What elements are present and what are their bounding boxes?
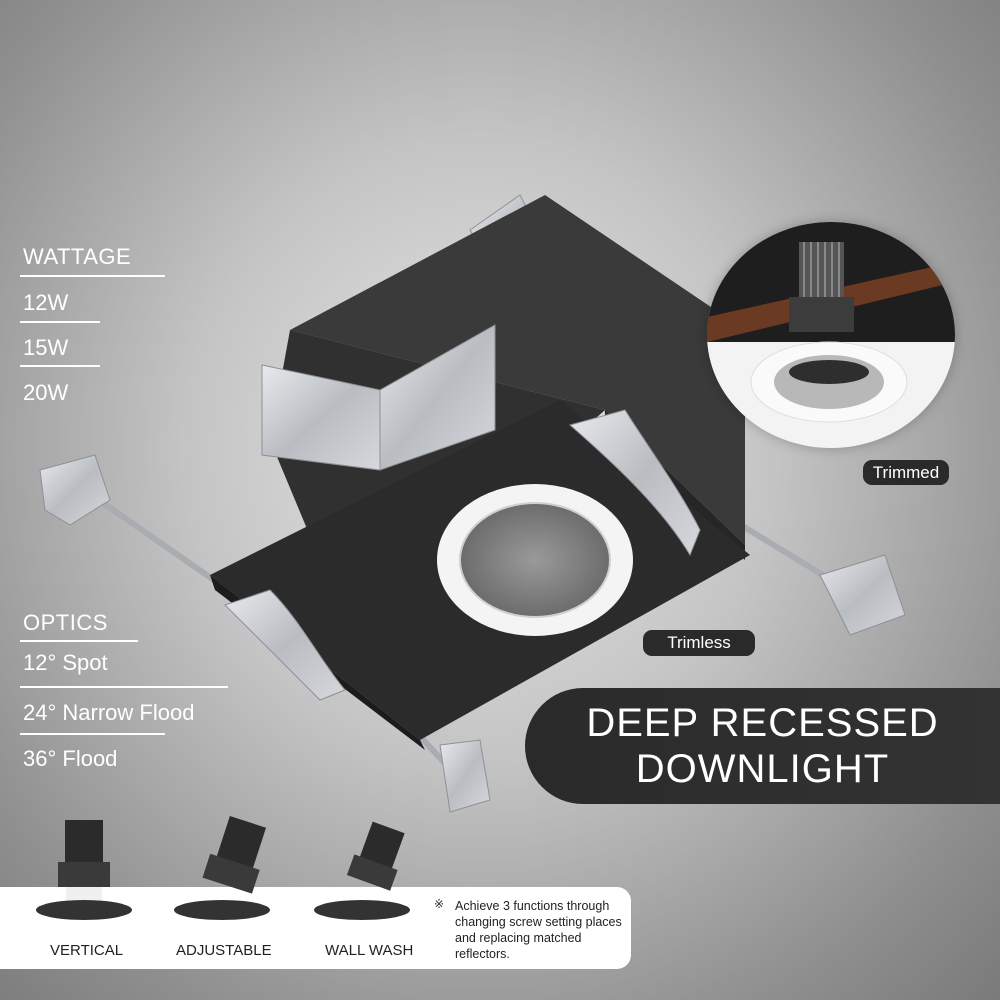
wall-wash-mode-icon bbox=[346, 821, 405, 891]
mode-illustrations bbox=[36, 816, 410, 920]
optics-divider bbox=[20, 733, 165, 735]
wattage-item-12w: 12W bbox=[23, 290, 69, 315]
optics-divider bbox=[20, 640, 138, 642]
title-line-2: DOWNLIGHT bbox=[635, 747, 890, 791]
trimmed-inset-photo bbox=[707, 222, 955, 448]
title-line-1: DEEP RECESSED bbox=[586, 701, 939, 745]
optics-item-narrow-flood: 24° Narrow Flood bbox=[23, 700, 195, 725]
note-mark: ※ bbox=[434, 897, 445, 911]
mode-panel bbox=[0, 887, 631, 969]
wattage-divider bbox=[20, 275, 165, 277]
mode-label-wall-wash: WALL WASH bbox=[325, 942, 414, 959]
optics-item-spot: 12° Spot bbox=[23, 650, 108, 675]
wattage-heading: WATTAGE bbox=[23, 244, 132, 269]
trimless-aperture bbox=[437, 484, 633, 636]
wattage-divider bbox=[20, 365, 100, 367]
optics-heading: OPTICS bbox=[23, 610, 108, 635]
wattage-divider bbox=[20, 321, 100, 323]
wattage-item-20w: 20W bbox=[23, 380, 69, 405]
mode-label-vertical: VERTICAL bbox=[50, 942, 124, 959]
junction-plate bbox=[261, 324, 496, 471]
adjustable-mode-icon bbox=[202, 816, 267, 894]
vertical-mode-icon bbox=[36, 820, 132, 920]
wattage-item-15w: 15W bbox=[23, 335, 69, 360]
function-note: Achieve 3 functions through changing scr… bbox=[455, 899, 622, 961]
optics-item-flood: 36° Flood bbox=[23, 746, 118, 771]
trimmed-fixture-illustration bbox=[707, 222, 955, 423]
trimless-label: Trimless bbox=[643, 630, 755, 656]
trimmed-label: Trimmed bbox=[863, 460, 949, 485]
optics-divider bbox=[20, 686, 228, 688]
title-banner: DEEP RECESSED DOWNLIGHT bbox=[525, 688, 1000, 804]
mode-label-adjustable: ADJUSTABLE bbox=[176, 942, 272, 959]
